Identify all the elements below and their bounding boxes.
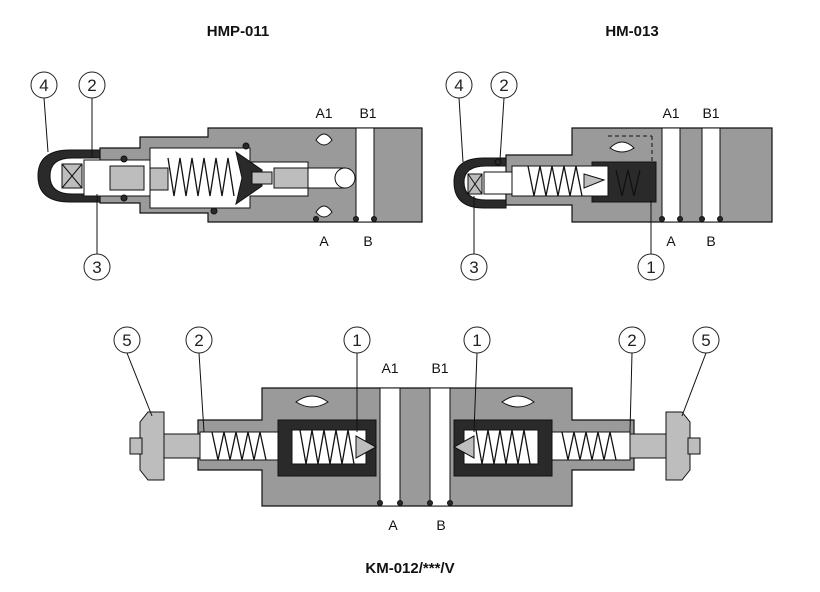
hmp-label-a1: A1 (315, 105, 332, 121)
title-hm-013: HM-013 (605, 23, 658, 40)
svg-text:1: 1 (352, 331, 361, 350)
hmp-label-b: B (363, 233, 372, 249)
svg-text:2: 2 (499, 76, 508, 95)
km-label-a: A (388, 517, 398, 533)
hm-cap (453, 157, 507, 209)
svg-text:5: 5 (122, 331, 131, 350)
hm-label-b1: B1 (702, 105, 719, 121)
title-hmp-011: HMP-011 (207, 23, 270, 40)
svg-text:3: 3 (469, 258, 478, 277)
svg-text:5: 5 (701, 331, 710, 350)
km-knob-right (665, 411, 691, 481)
svg-text:2: 2 (194, 331, 203, 350)
km-label-b1: B1 (431, 360, 448, 376)
km-label-a1: A1 (381, 360, 398, 376)
hmp-port-a1-opening (315, 133, 333, 146)
hmp-port-b (355, 127, 375, 223)
km-label-b: B (436, 517, 445, 533)
svg-text:3: 3 (92, 258, 101, 277)
hm-label-a1: A1 (662, 105, 679, 121)
hmp-label-b1: B1 (359, 105, 376, 121)
km-knob-left (139, 411, 165, 481)
hmp-port-a-opening (315, 205, 333, 218)
svg-text:2: 2 (627, 331, 636, 350)
hmp-label-a: A (319, 233, 329, 249)
hmp-spring (167, 157, 235, 197)
valve-hm-013 (453, 127, 773, 223)
title-km-012: KM-012/***/V (365, 560, 454, 577)
valve-km-012 (129, 387, 701, 507)
valve-hmp-011 (37, 127, 423, 223)
svg-text:4: 4 (39, 76, 48, 95)
hm-label-b: B (706, 233, 715, 249)
hm-label-a: A (666, 233, 676, 249)
svg-text:1: 1 (472, 331, 481, 350)
hm-spring (527, 165, 583, 197)
svg-text:1: 1 (646, 258, 655, 277)
svg-text:2: 2 (87, 76, 96, 95)
svg-text:4: 4 (454, 76, 463, 95)
